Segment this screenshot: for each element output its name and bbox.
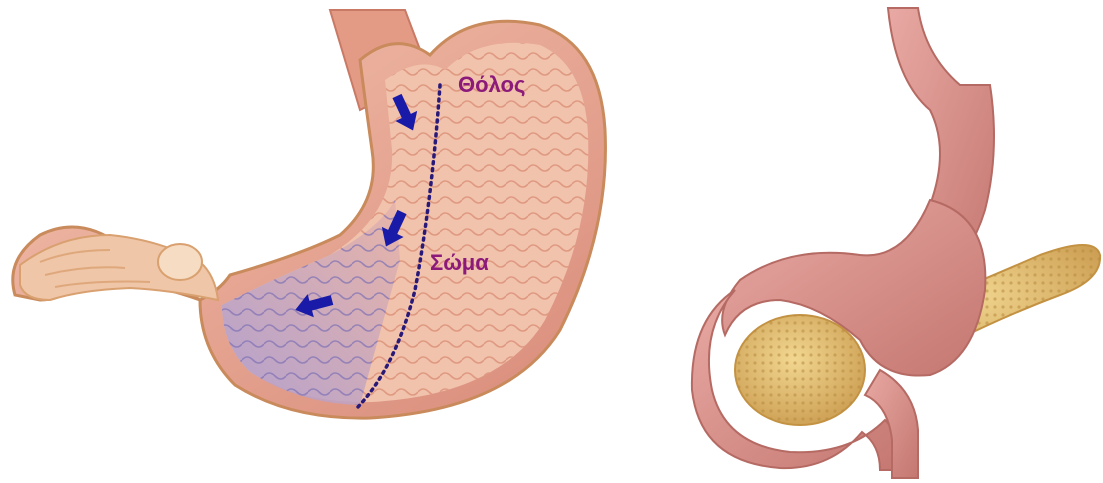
body-label: Σώμα (430, 250, 489, 275)
jejunum (865, 370, 918, 478)
stomach-cross-section: Θόλος Σώμα (13, 10, 606, 418)
pyloric-sphincter (158, 244, 202, 280)
duodenum-pancreas-illustration (692, 8, 1100, 478)
fundus-label: Θόλος (458, 72, 525, 97)
